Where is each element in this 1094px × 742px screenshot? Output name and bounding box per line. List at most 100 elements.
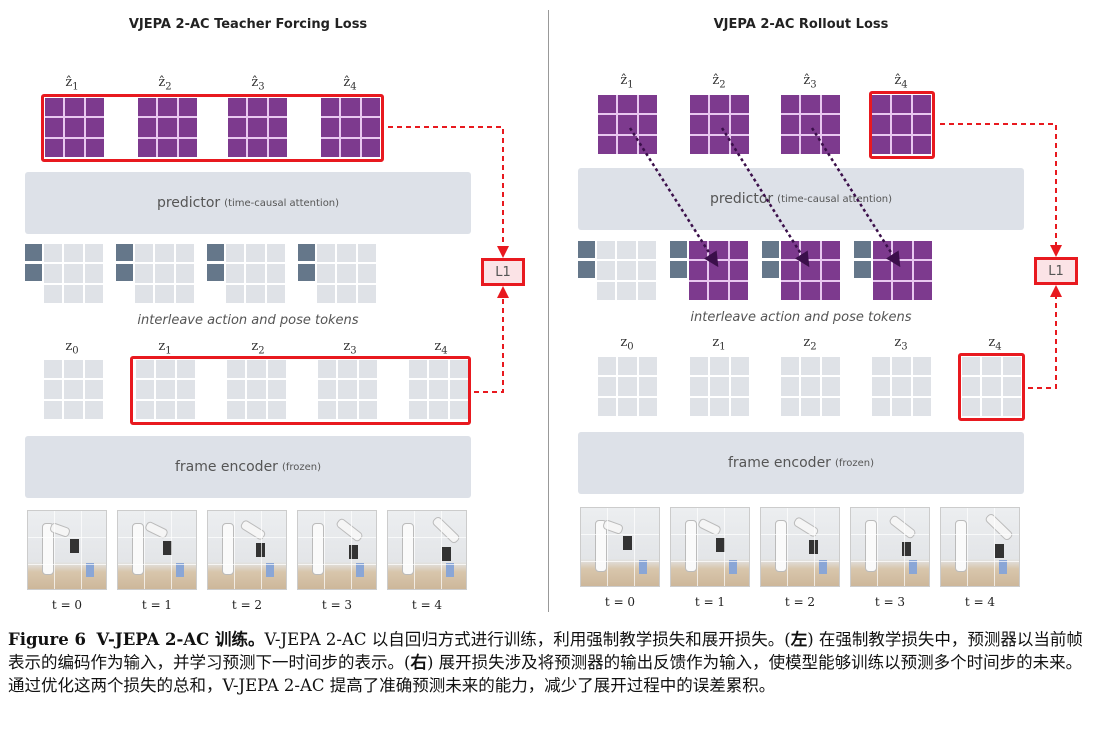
patch-line	[814, 508, 815, 586]
robot-frame-image	[670, 507, 750, 587]
token-cell	[136, 360, 155, 379]
token-cell	[338, 380, 357, 399]
token-cell	[341, 138, 360, 157]
predicted-context-grid	[781, 241, 840, 300]
latent-symbol: z	[434, 339, 442, 354]
timestep-label: t = 0	[51, 598, 83, 612]
patch-line	[388, 564, 466, 565]
latent-label: z3	[894, 335, 907, 353]
patch-line	[787, 508, 788, 586]
caption-right-tag: 右	[410, 653, 427, 672]
action-token	[670, 241, 687, 258]
token-cell	[449, 400, 468, 419]
token-cell	[248, 138, 267, 157]
timestep-label: t = 2	[784, 595, 816, 609]
token-cell	[873, 241, 892, 260]
token-cell	[1002, 397, 1021, 416]
token-cell	[598, 135, 617, 154]
patch-line	[234, 511, 235, 589]
token-cell	[228, 118, 247, 137]
token-cell	[321, 98, 340, 117]
encoder-label: frame encoder	[727, 455, 831, 471]
token-cell	[361, 138, 380, 157]
predictor-label: predictor	[156, 195, 221, 211]
token-cell	[246, 284, 265, 303]
token-cell	[801, 115, 820, 134]
caption-text: V-JEPA 2-AC 以自回归方式进行训练，利用强制教学损失和展开损失。(	[264, 630, 791, 649]
token-cell	[892, 357, 911, 376]
loss-target-box	[869, 91, 935, 159]
token-cell	[84, 244, 103, 263]
token-cell	[409, 400, 428, 419]
token-cell	[64, 264, 83, 283]
latent-symbol: z	[620, 335, 628, 350]
patch-line	[28, 537, 106, 538]
token-cell	[317, 284, 336, 303]
token-cell	[1002, 357, 1021, 376]
latent-symbol: ẑ	[158, 75, 166, 90]
patch-line	[851, 561, 929, 562]
token-cell	[872, 397, 891, 416]
token-cell	[618, 115, 637, 134]
pose-token	[207, 264, 224, 281]
patch-line	[54, 511, 55, 589]
loss-arrow-target	[1028, 285, 1062, 389]
token-cell	[85, 138, 104, 157]
token-cell	[637, 281, 656, 300]
patch-line	[697, 508, 698, 586]
latent-index: 4	[995, 341, 1002, 353]
token-cell	[689, 281, 708, 300]
token-cell	[268, 118, 287, 137]
token-cell	[44, 264, 63, 283]
caption-text: ) 展开损失涉及将预测器的输出反馈作为输入，使模型能够训练以预测多个时间步的未来…	[8, 653, 1083, 695]
token-cell	[227, 360, 246, 379]
patch-line	[724, 508, 725, 586]
latent-symbol: z	[894, 335, 902, 350]
action-token	[25, 244, 42, 261]
token-cell	[801, 281, 820, 300]
token-cell	[801, 241, 820, 260]
robot-frame-image	[940, 507, 1020, 587]
token-cell	[268, 98, 287, 117]
encoded-latent-grid	[227, 360, 286, 419]
timestep-label: t = 0	[604, 595, 636, 609]
token-cell	[318, 380, 337, 399]
cup-shape	[446, 563, 454, 577]
predictor-label: predictor	[709, 191, 774, 207]
pose-token	[854, 261, 871, 278]
token-cell	[228, 98, 247, 117]
token-cell	[689, 241, 708, 260]
token-cell	[45, 118, 64, 137]
token-cell	[730, 357, 749, 376]
latent-symbol: ẑ	[894, 73, 902, 88]
patch-line	[761, 534, 839, 535]
token-cell	[65, 98, 84, 117]
token-cell	[821, 95, 840, 114]
token-cell	[892, 377, 911, 396]
token-cell	[912, 135, 931, 154]
token-cell	[962, 377, 981, 396]
gripper-shape	[442, 547, 451, 561]
timestep-label: t = 1	[694, 595, 726, 609]
patch-line	[414, 511, 415, 589]
robot-arm-shape	[312, 523, 324, 575]
token-cell	[136, 380, 155, 399]
action-token	[298, 244, 315, 261]
token-cell	[690, 397, 709, 416]
token-cell	[637, 241, 656, 260]
patch-line	[967, 508, 968, 586]
token-cell	[136, 400, 155, 419]
cup-shape	[999, 560, 1007, 574]
token-cell	[872, 377, 891, 396]
token-cell	[267, 360, 286, 379]
token-cell	[638, 357, 657, 376]
token-cell	[598, 397, 617, 416]
patch-line	[671, 561, 749, 562]
token-cell	[266, 264, 285, 283]
patch-line	[581, 561, 659, 562]
encoded-latent-grid	[136, 360, 195, 419]
robot-frame-image	[850, 507, 930, 587]
token-cell	[982, 397, 1001, 416]
token-cell	[638, 377, 657, 396]
token-cell	[730, 397, 749, 416]
